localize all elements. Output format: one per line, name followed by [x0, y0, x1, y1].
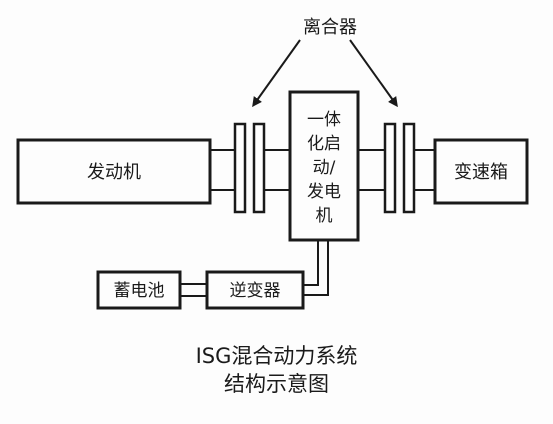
caption-line-1: ISG混合动力系统: [195, 344, 358, 368]
isg-inverter-wire: [303, 240, 329, 296]
isg-inverter-wire: [303, 240, 319, 286]
inverter-box: [205, 270, 305, 310]
isg-label-line: 化启: [307, 134, 341, 154]
isg-label-line: 机: [316, 206, 333, 226]
clutch-label: 离合器: [303, 17, 357, 38]
isg-label-line: 动/: [313, 158, 336, 178]
isg-box: [288, 90, 360, 242]
battery-label: 蓄电池: [114, 281, 165, 301]
gearbox-label: 变速箱: [454, 162, 508, 183]
inverter-label: 逆变器: [230, 281, 281, 301]
gearbox-box: [433, 138, 529, 205]
caption-line-2: 结构示意图: [224, 372, 329, 396]
battery-box: [96, 270, 182, 310]
engine-label: 发动机: [87, 162, 141, 183]
clutch-right-plate: [402, 122, 416, 214]
clutch-right-plate: [383, 122, 397, 214]
clutch-left-plate: [252, 122, 266, 214]
engine-box: [16, 138, 212, 205]
isg-label-line: 发电: [307, 182, 341, 202]
clutch-arrow-left: [252, 39, 301, 108]
clutch-left-plate: [233, 122, 247, 214]
clutch-arrow-right: [349, 39, 398, 108]
isg-label-line: 一体: [307, 110, 341, 130]
